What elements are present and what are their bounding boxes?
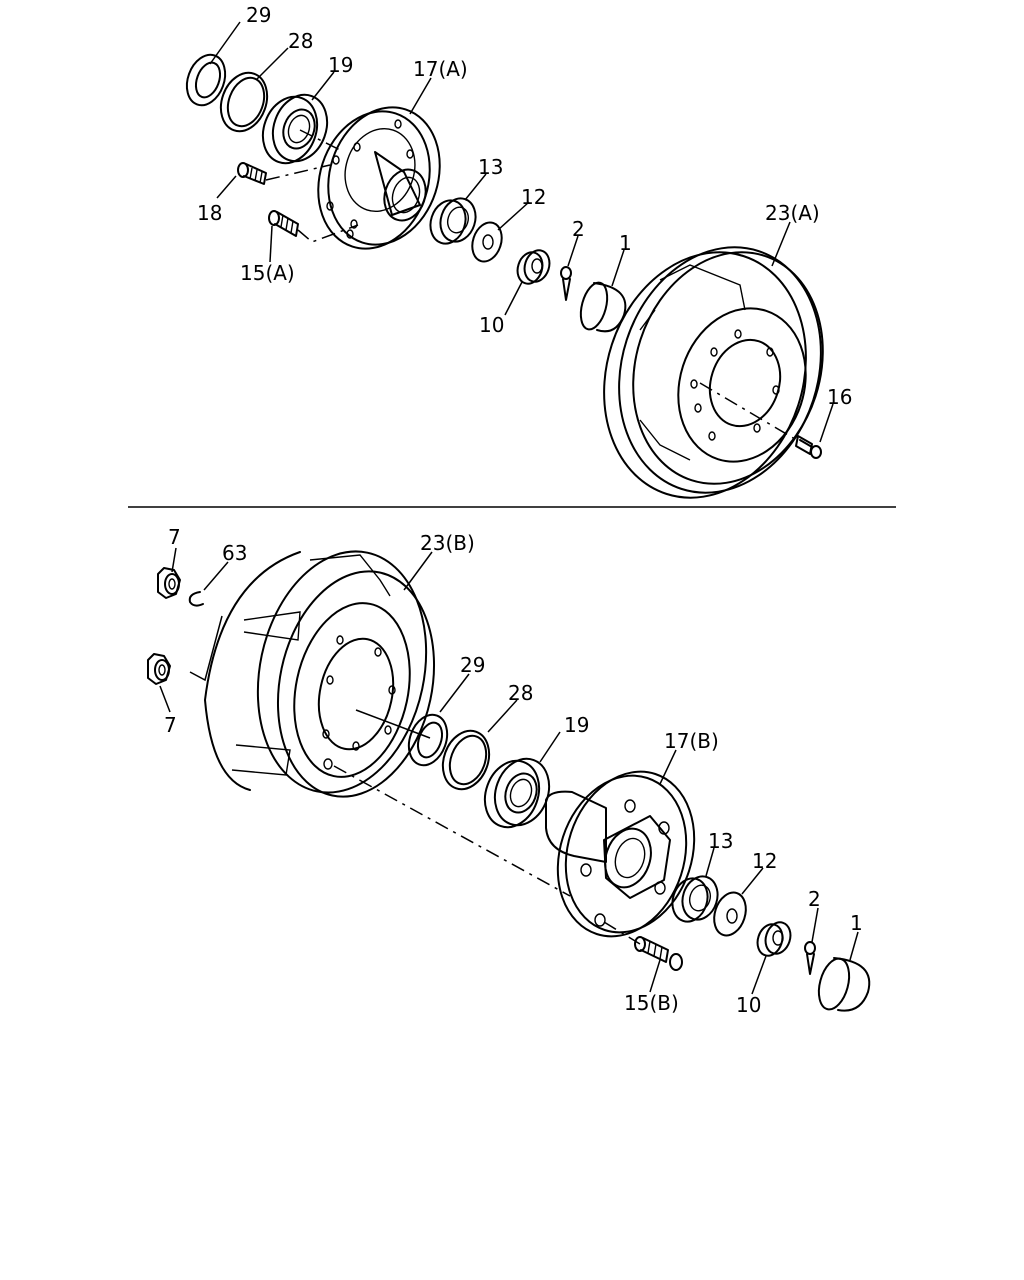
- part-7-nut-upper: [157, 567, 181, 599]
- part-28-ring-bottom: [441, 729, 491, 791]
- label-10-bottom: 10: [736, 993, 761, 1017]
- assembly-b: 7 63 23(B) 7 29 28 19 17(B) 13 12 2 1 15…: [147, 525, 871, 1017]
- label-23b: 23(B): [420, 531, 475, 555]
- label-12: 12: [521, 185, 546, 209]
- label-17a: 17(A): [413, 57, 468, 81]
- label-2-bottom: 2: [808, 887, 821, 911]
- centerline-bottom-long: [333, 765, 571, 897]
- label-1: 1: [619, 231, 632, 255]
- part-17b-hub: [545, 770, 696, 938]
- label-15a: 15(A): [240, 261, 295, 285]
- label-13: 13: [478, 155, 503, 179]
- label-19: 19: [328, 53, 353, 77]
- label-63: 63: [222, 541, 247, 565]
- part-15a-stud: [268, 210, 299, 237]
- part-17a-hub: [317, 106, 441, 250]
- part-28-ring-top: [219, 71, 269, 133]
- part-2-pin-bottom: [804, 941, 816, 975]
- leaders-bottom: [159, 547, 859, 995]
- label-19-bottom: 19: [564, 713, 589, 737]
- label-28: 28: [288, 29, 313, 53]
- label-1-bottom: 1: [850, 911, 863, 935]
- part-2-pin-top: [560, 266, 572, 301]
- part-12-washer-bottom: [713, 891, 747, 937]
- label-15b: 15(B): [624, 991, 679, 1015]
- labels-bottom: 7 63 23(B) 7 29 28 19 17(B) 13 12 2 1 15…: [164, 525, 863, 1017]
- label-29-bottom: 29: [460, 653, 485, 677]
- label-10: 10: [479, 313, 504, 337]
- part-12-washer-top: [471, 221, 503, 263]
- label-17b: 17(B): [664, 729, 719, 753]
- label-12-bottom: 12: [752, 849, 777, 873]
- centerline-nuts: [189, 615, 223, 682]
- part-16-screw: [795, 435, 822, 459]
- label-18: 18: [197, 201, 222, 225]
- part-1-cap-bottom: [817, 957, 871, 1012]
- centerline-top-1: [299, 129, 341, 151]
- centerline-top-2: [265, 164, 331, 181]
- part-18-bolt: [237, 162, 267, 185]
- centerline-top-3: [297, 224, 359, 243]
- labels-top: 29 28 19 17(A) 18 15(A) 13 12 2 1 10 23(…: [197, 3, 852, 409]
- part-10-nut-bottom: [756, 921, 792, 957]
- part-29-seal-bottom: [407, 713, 449, 767]
- part-23a-drum: [603, 246, 824, 499]
- part-10-nut-top: [516, 249, 551, 285]
- centerline-drum-b: [355, 709, 431, 739]
- label-16: 16: [827, 385, 852, 409]
- label-23a: 23(A): [765, 201, 820, 225]
- centerline-top-4: [699, 382, 801, 443]
- label-2: 2: [572, 217, 585, 241]
- part-63-clip: [188, 591, 204, 607]
- label-13-bottom: 13: [708, 829, 733, 853]
- assembly-a: 29 28 19 17(A) 18 15(A) 13 12 2 1 10 23(…: [185, 3, 852, 499]
- part-13-bearing-bottom: [671, 875, 719, 923]
- part-19-bearing-top: [261, 93, 329, 165]
- label-7-lower: 7: [164, 713, 177, 737]
- centerline-stud-b: [603, 921, 641, 945]
- leaders-top: [209, 21, 834, 443]
- part-23b-drum: [204, 550, 436, 798]
- label-7-upper: 7: [168, 525, 181, 549]
- part-7-nut-lower: [147, 653, 171, 685]
- label-28-bottom: 28: [508, 681, 533, 705]
- part-15b-stud: [634, 936, 683, 971]
- label-29: 29: [246, 3, 271, 27]
- part-1-cap-top: [579, 281, 627, 333]
- part-29-seal-top: [185, 53, 227, 107]
